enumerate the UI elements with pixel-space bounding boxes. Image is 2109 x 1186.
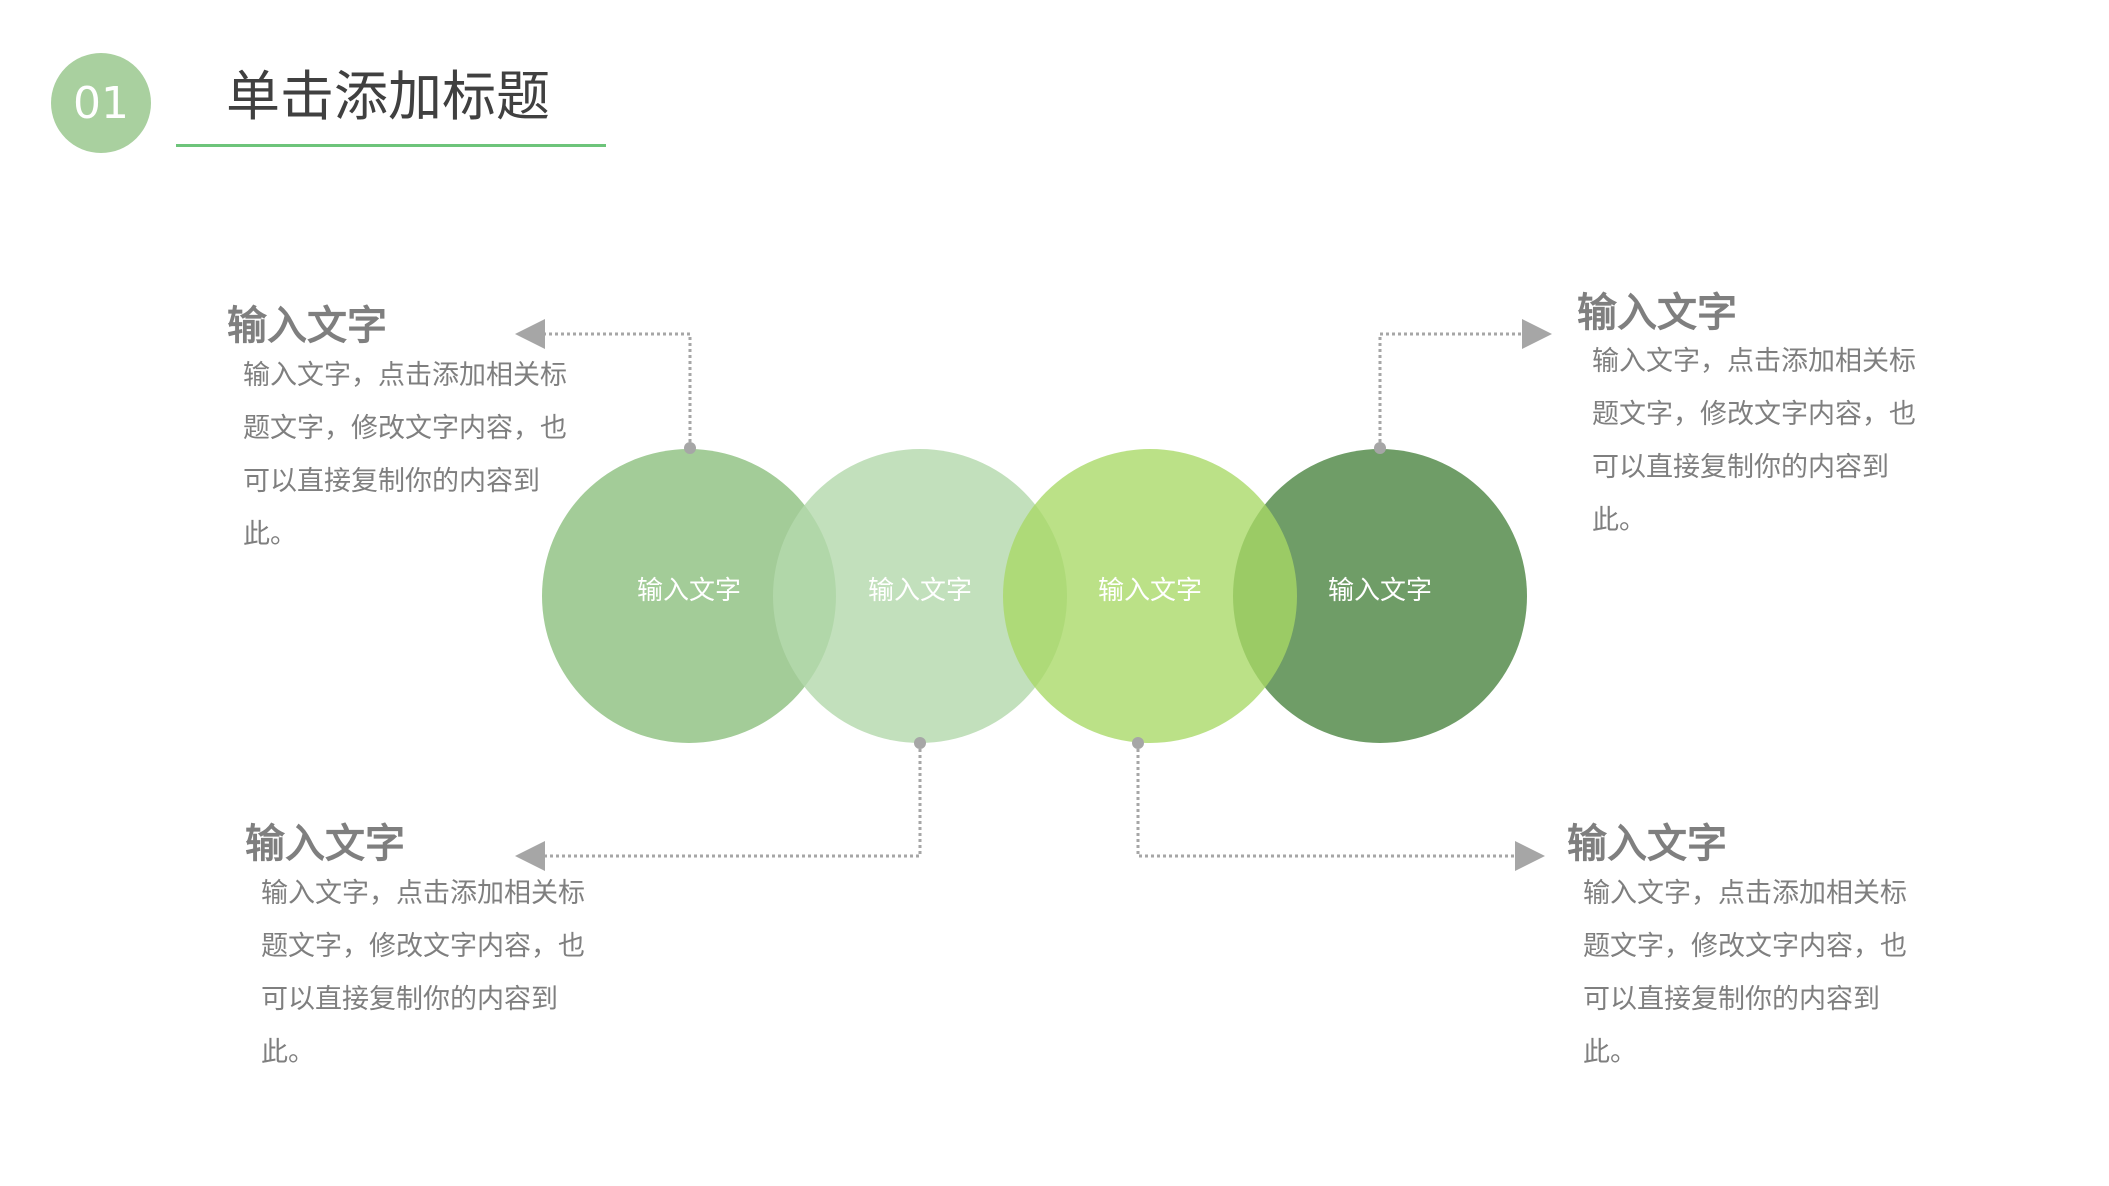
callout-bottom-right-heading[interactable]: 输入文字 bbox=[1567, 821, 1727, 867]
body-line: 输入文字，点击添加相关标 bbox=[243, 360, 567, 391]
body-line: 题文字，修改文字内容，也 bbox=[1583, 931, 1907, 962]
circle-1-label: 输入文字 bbox=[636, 575, 741, 606]
callout-bottom-left-body[interactable]: 输入文字，点击添加相关标 题文字，修改文字内容，也 可以直接复制你的内容到 此。 bbox=[261, 867, 641, 1079]
title-underline bbox=[176, 144, 606, 147]
body-line: 此。 bbox=[1583, 1037, 1637, 1068]
connector-dot-icon bbox=[684, 442, 696, 454]
body-line: 题文字，修改文字内容，也 bbox=[1592, 399, 1916, 430]
body-line: 输入文字，点击添加相关标 bbox=[1583, 878, 1907, 909]
body-line: 可以直接复制你的内容到 bbox=[261, 984, 558, 1015]
body-line: 可以直接复制你的内容到 bbox=[1583, 984, 1880, 1015]
connector-top-right bbox=[1378, 319, 1552, 448]
body-line: 题文字，修改文字内容，也 bbox=[243, 413, 567, 444]
body-line: 此。 bbox=[243, 519, 297, 550]
connector-dot-icon bbox=[1132, 737, 1144, 749]
section-number: 01 bbox=[73, 77, 129, 129]
callout-bottom-right-body[interactable]: 输入文字，点击添加相关标 题文字，修改文字内容，也 可以直接复制你的内容到 此。 bbox=[1583, 867, 1963, 1079]
page-title[interactable]: 单击添加标题 bbox=[226, 65, 550, 128]
body-line: 输入文字，点击添加相关标 bbox=[261, 878, 585, 909]
section-number-badge: 01 bbox=[51, 53, 151, 153]
connector-top-left bbox=[515, 319, 692, 448]
body-line: 此。 bbox=[1592, 505, 1646, 536]
body-line: 此。 bbox=[261, 1037, 315, 1068]
callout-top-left-heading[interactable]: 输入文字 bbox=[227, 303, 387, 349]
body-line: 输入文字，点击添加相关标 bbox=[1592, 346, 1916, 377]
circle-4-label: 输入文字 bbox=[1327, 575, 1432, 606]
callout-top-right-heading[interactable]: 输入文字 bbox=[1577, 290, 1737, 336]
body-line: 题文字，修改文字内容，也 bbox=[261, 931, 585, 962]
callout-bottom-left-heading[interactable]: 输入文字 bbox=[245, 821, 405, 867]
body-line: 可以直接复制你的内容到 bbox=[243, 466, 540, 497]
body-line: 可以直接复制你的内容到 bbox=[1592, 452, 1889, 483]
connector-dot-icon bbox=[914, 737, 926, 749]
connector-dot-icon bbox=[1374, 442, 1386, 454]
circle-3[interactable]: 输入文字 bbox=[1003, 449, 1297, 743]
circle-3-label: 输入文字 bbox=[1097, 575, 1202, 606]
connector-bottom-right bbox=[1136, 743, 1545, 871]
callout-top-right-body[interactable]: 输入文字，点击添加相关标 题文字，修改文字内容，也 可以直接复制你的内容到 此。 bbox=[1592, 335, 1972, 547]
connector-bottom-left bbox=[515, 743, 922, 871]
circle-2-label: 输入文字 bbox=[867, 575, 972, 606]
callout-top-left-body[interactable]: 输入文字，点击添加相关标 题文字，修改文字内容，也 可以直接复制你的内容到 此。 bbox=[243, 349, 623, 561]
